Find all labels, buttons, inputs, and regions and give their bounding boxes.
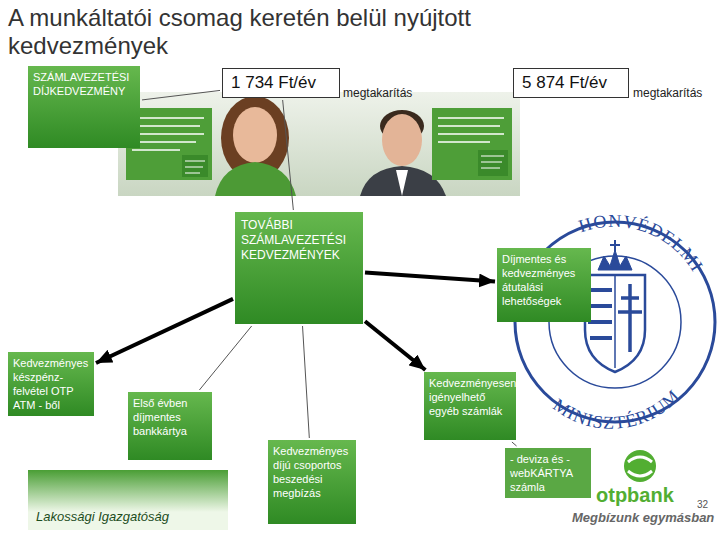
benefit-box: Kedvezményesen igényelhető egyéb számlák bbox=[424, 372, 516, 440]
arrow-connector bbox=[96, 299, 233, 363]
page-number: 32 bbox=[697, 499, 708, 510]
box-text: Díjmentes és kedvezményes átutalási lehe… bbox=[502, 252, 586, 308]
box-text: SZÁMLAVEZETÉSI DÍJKEDVEZMÉNY bbox=[33, 70, 135, 98]
benefit-box: - deviza és - webKÁRTYA számla bbox=[505, 448, 591, 498]
benefit-box: Díjmentes és kedvezményes átutalási lehe… bbox=[497, 248, 591, 322]
box-text: Kedvezményes díjú csoportos beszedési me… bbox=[273, 444, 351, 500]
emblem-text-path: HONVÉDELMI bbox=[576, 211, 707, 276]
box-text: Kedvezményesen igényelhető egyéb számlák bbox=[429, 376, 511, 418]
benefit-box: TOVÁBBI SZÁMLAVEZETÉSI KEDVEZMÉNYEK bbox=[235, 212, 363, 324]
brand-name: otpbank bbox=[596, 484, 674, 507]
benefit-box: Első évben díjmentes bankkártya bbox=[128, 392, 212, 460]
arrow-connector bbox=[365, 273, 495, 282]
saving-box: 5 874 Ft/év bbox=[513, 68, 629, 98]
slide-title: A munkáltatói csomag keretén belül nyújt… bbox=[8, 4, 568, 60]
box-text: Lakossági Igazgatóság bbox=[36, 509, 220, 524]
emblem-text: HONVÉDELMI bbox=[576, 211, 707, 276]
department-box: Lakossági Igazgatóság bbox=[28, 470, 228, 530]
arrow-connector bbox=[365, 321, 425, 370]
leader-connector bbox=[199, 326, 251, 390]
box-text: Első évben díjmentes bankkártya bbox=[133, 396, 207, 438]
photo-strip bbox=[118, 92, 520, 196]
box-text: TOVÁBBI SZÁMLAVEZETÉSI KEDVEZMÉNYEK bbox=[241, 218, 357, 263]
emblem-text: MINISZTÉRIUM bbox=[549, 386, 683, 433]
otp-logo bbox=[624, 450, 656, 482]
saving-box: 1 734 Ft/év bbox=[222, 68, 340, 98]
benefit-box: Kedvezményes díjú csoportos beszedési me… bbox=[268, 440, 356, 524]
emblem-text-path: MINISZTÉRIUM bbox=[549, 386, 683, 433]
benefit-box: Kedvezményes készpénz-felvétel OTP ATM -… bbox=[8, 352, 94, 416]
benefit-box: SZÁMLAVEZETÉSI DÍJKEDVEZMÉNY bbox=[28, 66, 140, 148]
brand-slogan: Megbízunk egymásban bbox=[572, 510, 714, 525]
leader-connector bbox=[512, 442, 517, 446]
box-text: Kedvezményes készpénz-felvétel OTP ATM -… bbox=[13, 356, 89, 412]
saving-note: megtakarítás bbox=[633, 86, 702, 100]
box-text: 1 734 Ft/év bbox=[231, 73, 316, 93]
saving-note: megtakarítás bbox=[343, 86, 412, 100]
box-text: 5 874 Ft/év bbox=[522, 73, 607, 93]
leader-connector bbox=[303, 326, 310, 438]
leader-connector bbox=[142, 90, 220, 100]
box-text: - deviza és - webKÁRTYA számla bbox=[510, 452, 586, 494]
leader-connector bbox=[283, 100, 294, 210]
